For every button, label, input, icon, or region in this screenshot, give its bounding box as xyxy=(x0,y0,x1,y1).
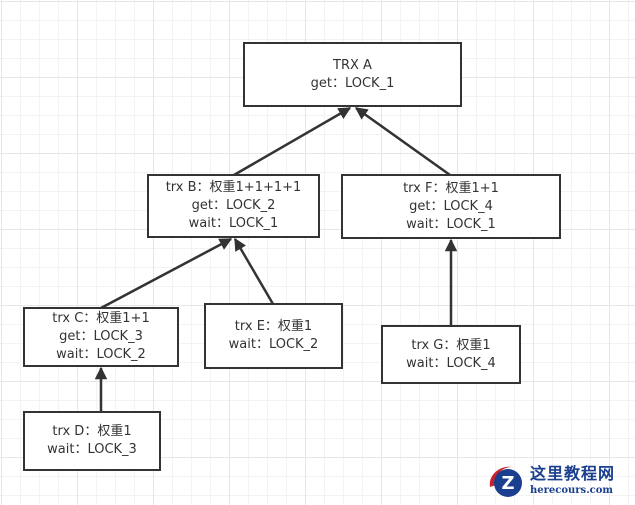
node-trx-c-wait: wait：LOCK_2 xyxy=(56,347,146,362)
node-trx-a[interactable]: TRX A get：LOCK_1 xyxy=(243,42,462,107)
node-trx-f-title: trx F：权重1+1 xyxy=(403,180,499,196)
node-trx-e-wait: wait：LOCK_2 xyxy=(228,337,319,352)
node-trx-d-title: trx D：权重1 xyxy=(52,424,132,439)
node-trx-g[interactable]: trx G：权重1 wait：LOCK_4 xyxy=(381,325,521,384)
node-trx-c-get: get：LOCK_3 xyxy=(59,329,143,344)
watermark-logo-icon: Z xyxy=(486,461,526,501)
node-trx-a-get: get：LOCK_1 xyxy=(310,75,395,91)
node-trx-g-wait: wait：LOCK_4 xyxy=(406,355,496,371)
node-trx-f[interactable]: trx F：权重1+1 get：LOCK_4 wait：LOCK_1 xyxy=(341,174,561,239)
node-trx-b-title: trx B：权重1+1+1+1 xyxy=(165,180,302,195)
edge-c-to-b xyxy=(100,237,233,310)
edge-e-to-b xyxy=(233,237,275,305)
node-trx-d[interactable]: trx D：权重1 wait：LOCK_3 xyxy=(23,411,161,471)
edge-f-to-a xyxy=(354,106,451,177)
node-trx-d-wait: wait：LOCK_3 xyxy=(47,442,137,457)
watermark-url: herecours.com xyxy=(530,485,614,496)
node-trx-e[interactable]: trx E：权重1 wait：LOCK_2 xyxy=(204,303,343,369)
node-trx-b-wait: wait：LOCK_1 xyxy=(188,216,279,231)
node-trx-g-title: trx G：权重1 xyxy=(411,337,491,353)
node-trx-e-title: trx E：权重1 xyxy=(234,319,313,334)
node-trx-c-title: trx C：权重1+1 xyxy=(52,311,150,326)
node-trx-b[interactable]: trx B：权重1+1+1+1 get：LOCK_2 wait：LOCK_1 xyxy=(147,174,320,238)
node-trx-a-title: TRX A xyxy=(333,57,372,73)
watermark-logo-letter: Z xyxy=(501,473,514,494)
watermark-title: 这里教程网 xyxy=(530,464,616,483)
node-trx-b-get: get：LOCK_2 xyxy=(191,198,276,213)
node-trx-f-wait: wait：LOCK_1 xyxy=(406,216,496,232)
watermark: Z 这里教程网 herecours.com xyxy=(486,460,634,502)
edge-b-to-a xyxy=(233,106,352,177)
node-trx-c[interactable]: trx C：权重1+1 get：LOCK_3 wait：LOCK_2 xyxy=(23,307,179,367)
node-trx-f-get: get：LOCK_4 xyxy=(409,198,493,214)
